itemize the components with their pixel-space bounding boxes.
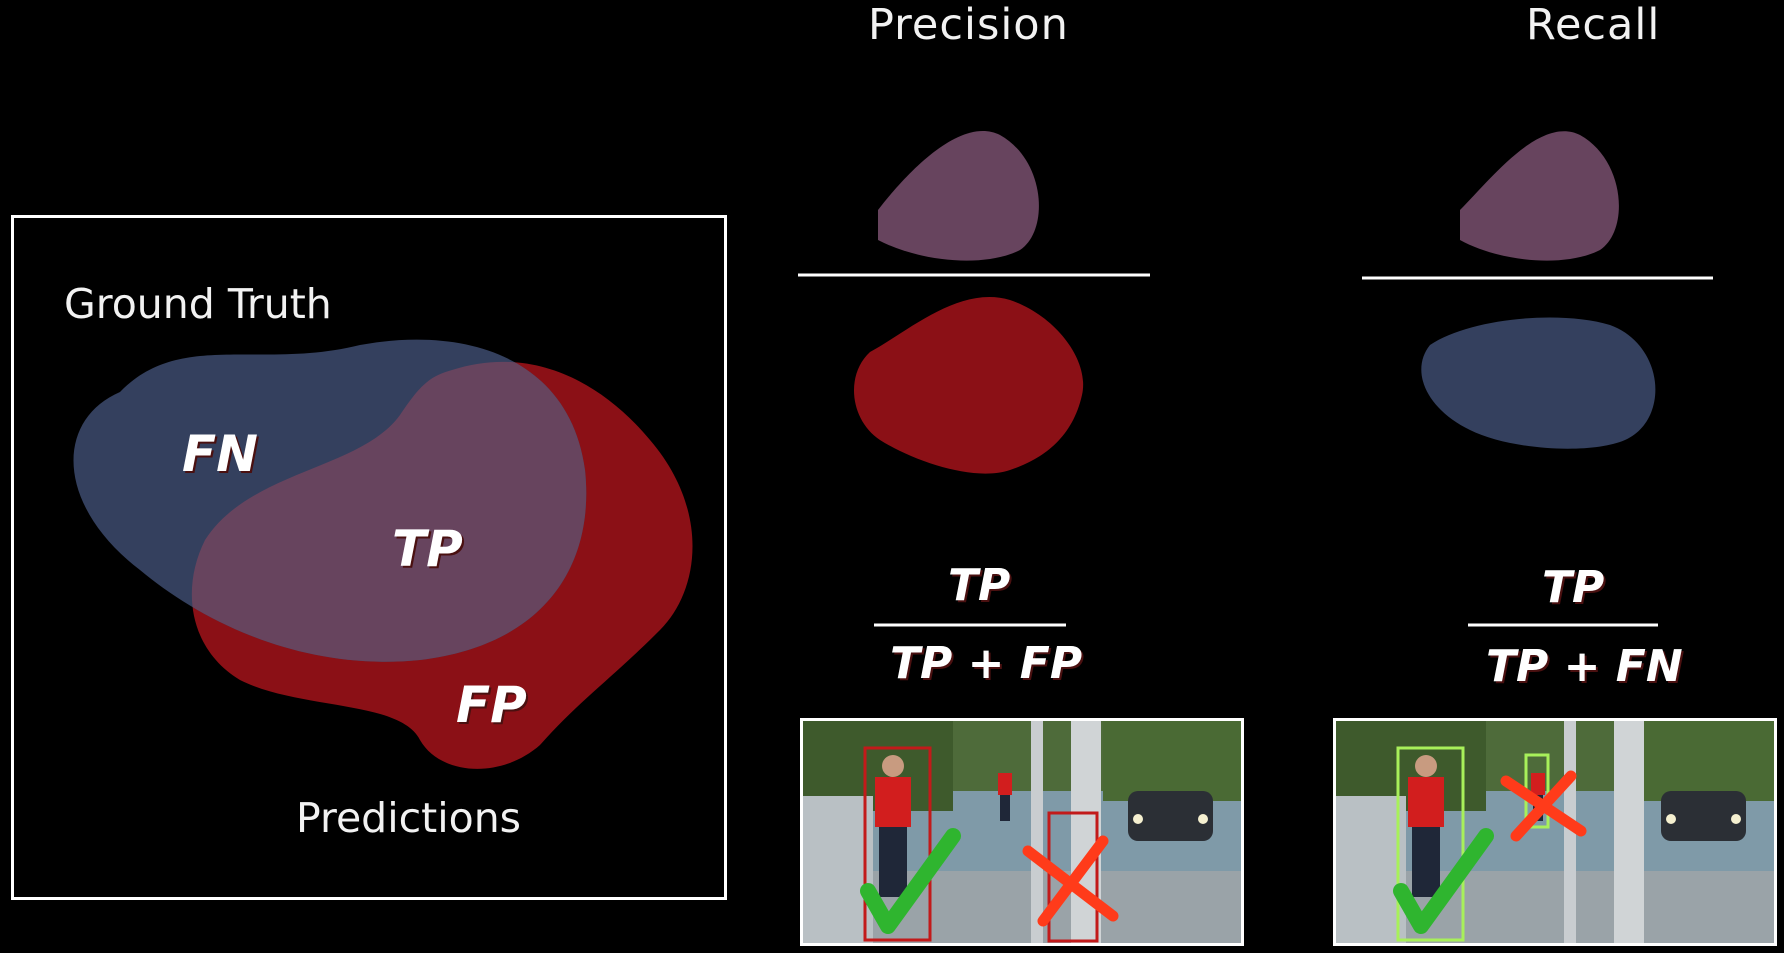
recall-heading: Recall <box>1526 0 1661 50</box>
recall-tp-shape <box>1460 131 1619 261</box>
recall-formula-denominator: TP + FN <box>1486 641 1683 692</box>
venn-frame <box>11 215 727 900</box>
recall-example-image <box>1333 718 1777 946</box>
cross-icon <box>1022 835 1119 927</box>
recall-formula-numerator: TP <box>1542 562 1605 613</box>
precision-formula-denominator: TP + FP <box>890 638 1083 689</box>
fp-label: FP <box>456 676 527 734</box>
precision-tp-shape <box>878 131 1039 261</box>
precision-formula-numerator: TP <box>948 560 1011 611</box>
precision-heading: Precision <box>868 0 1069 50</box>
cross-icon <box>1500 770 1587 842</box>
precision-prediction-shape <box>853 296 1084 474</box>
recall-ground-truth-shape <box>1421 317 1656 449</box>
check-icon <box>1393 828 1494 934</box>
predictions-label: Predictions <box>296 794 522 842</box>
check-icon <box>860 828 961 934</box>
true-positive-region <box>191 361 587 662</box>
fn-label: FN <box>182 425 259 483</box>
tp-label: TP <box>392 520 463 578</box>
ground-truth-label: Ground Truth <box>64 280 332 328</box>
precision-example-image <box>800 718 1244 946</box>
